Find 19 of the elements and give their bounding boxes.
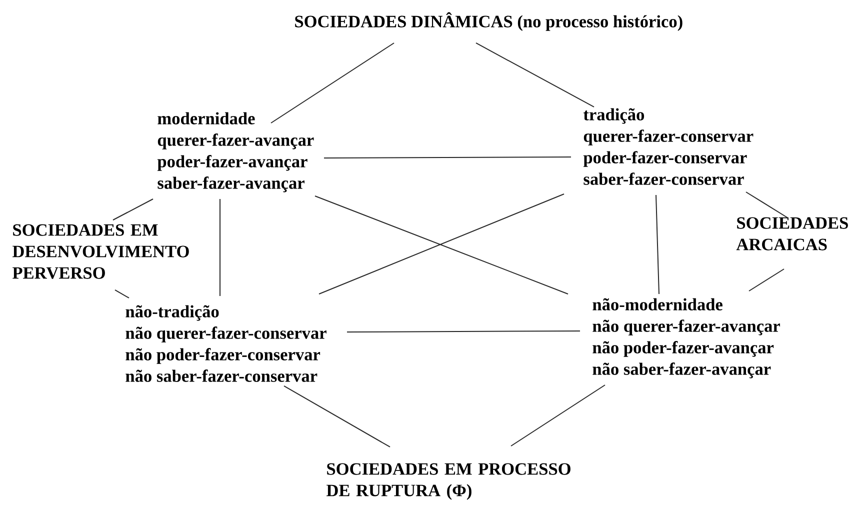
connector-line <box>324 156 572 158</box>
heading-label: SOCIEDADES EM PROCESSO DE RUPTURA (Φ) <box>326 463 570 500</box>
concept-label: não-modernidade não querer-fazer-avançar não poder-fazer-avançar não saber-fazer-avançar <box>592 298 780 378</box>
connector-line <box>476 42 594 108</box>
connector-line <box>656 194 660 294</box>
connector-line <box>284 386 390 448</box>
concept-label: modernidade querer-fazer-avançar poder-fazer-avançar saber-fazer-avançar <box>157 112 314 192</box>
connector-line <box>270 42 394 124</box>
heading-label: SOCIEDADES ARCAICAS <box>736 217 848 250</box>
connector-line <box>112 198 154 220</box>
connector-line <box>346 330 580 332</box>
heading-label: SOCIEDADES EM DESENVOLVIMENTO PERVERSO <box>12 224 189 279</box>
connector-line <box>748 268 784 292</box>
connector-line <box>746 192 788 218</box>
concept-label: tradição querer-fazer-conservar poder-fazer-conservar saber-fazer-conservar <box>583 108 754 185</box>
heading-label: SOCIEDADES DINÂMICAS (no processo histórico) <box>295 12 682 31</box>
concept-label: não-tradição não querer-fazer-conservar não poder-fazer-conservar não saber-fazer-conservar <box>126 305 326 382</box>
connector-line <box>114 290 130 298</box>
connector-line <box>510 384 606 446</box>
